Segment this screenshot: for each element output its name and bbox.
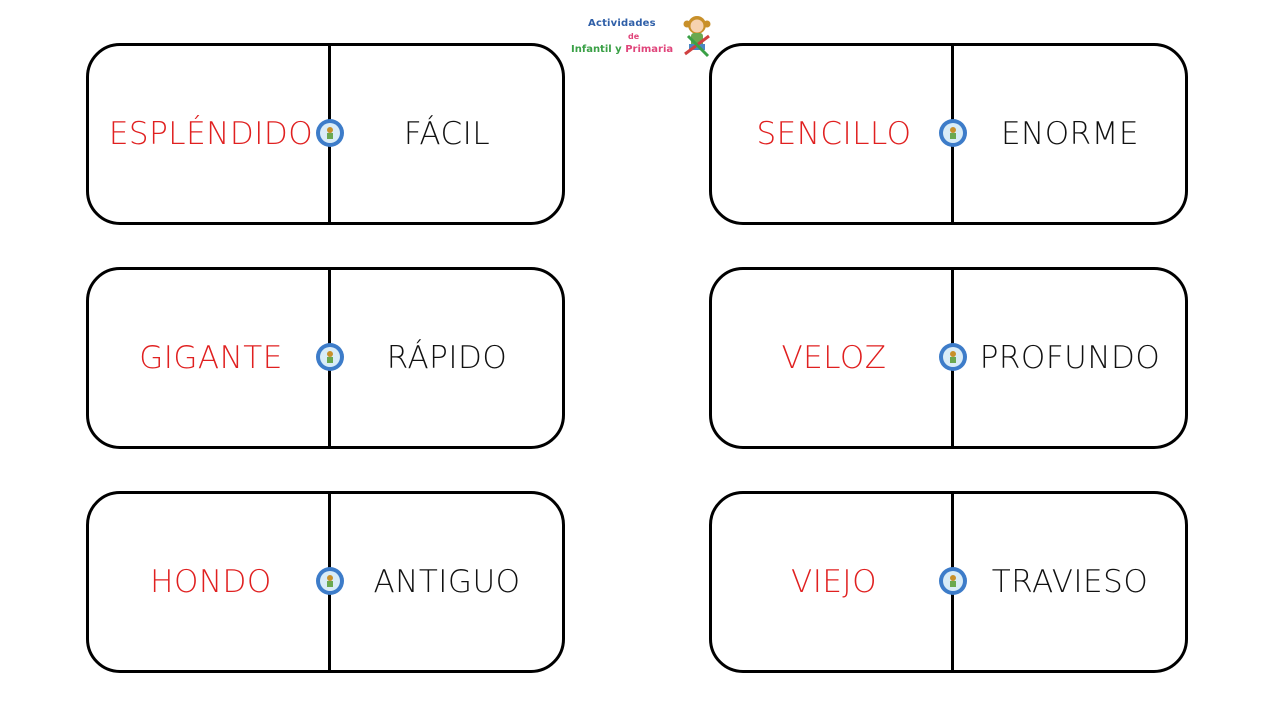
seal-icon [939,343,967,371]
logo-line-3a: Infantil y [571,44,626,55]
card-right-word: ENORME [1000,116,1140,152]
domino-card-1: ESPLÉNDIDO FÁCIL [86,43,565,225]
card-right-word: PROFUNDO [979,340,1161,376]
logo-line-2: de [628,32,640,41]
logo-line-3: Infantil y Primaria [571,44,673,55]
card-left-word: HONDO [150,564,272,600]
card-right-word: FÁCIL [403,116,491,152]
logo-line-1: Actividades [588,18,656,29]
seal-icon [316,343,344,371]
domino-card-2: SENCILLO ENORME [709,43,1188,225]
card-left-word: SENCILLO [756,116,912,152]
domino-card-4: VELOZ PROFUNDO [709,267,1188,449]
card-left-word: VELOZ [781,340,887,376]
domino-card-6: VIEJO TRAVIESO [709,491,1188,673]
card-left-word: ESPLÉNDIDO [108,116,314,152]
seal-icon [939,119,967,147]
seal-icon [316,567,344,595]
card-right-word: RÁPIDO [386,340,508,376]
brand-logo: Actividades de Infantil y Primaria [568,14,714,62]
domino-card-5: HONDO ANTIGUO [86,491,565,673]
card-right-word: TRAVIESO [991,564,1149,600]
card-right-word: ANTIGUO [373,564,521,600]
domino-card-3: GIGANTE RÁPIDO [86,267,565,449]
card-left-word: GIGANTE [139,340,283,376]
logo-line-3b: Primaria [625,44,674,55]
seal-icon [316,119,344,147]
girl-mascot-icon [683,16,711,58]
card-left-word: VIEJO [791,564,877,600]
seal-icon [939,567,967,595]
